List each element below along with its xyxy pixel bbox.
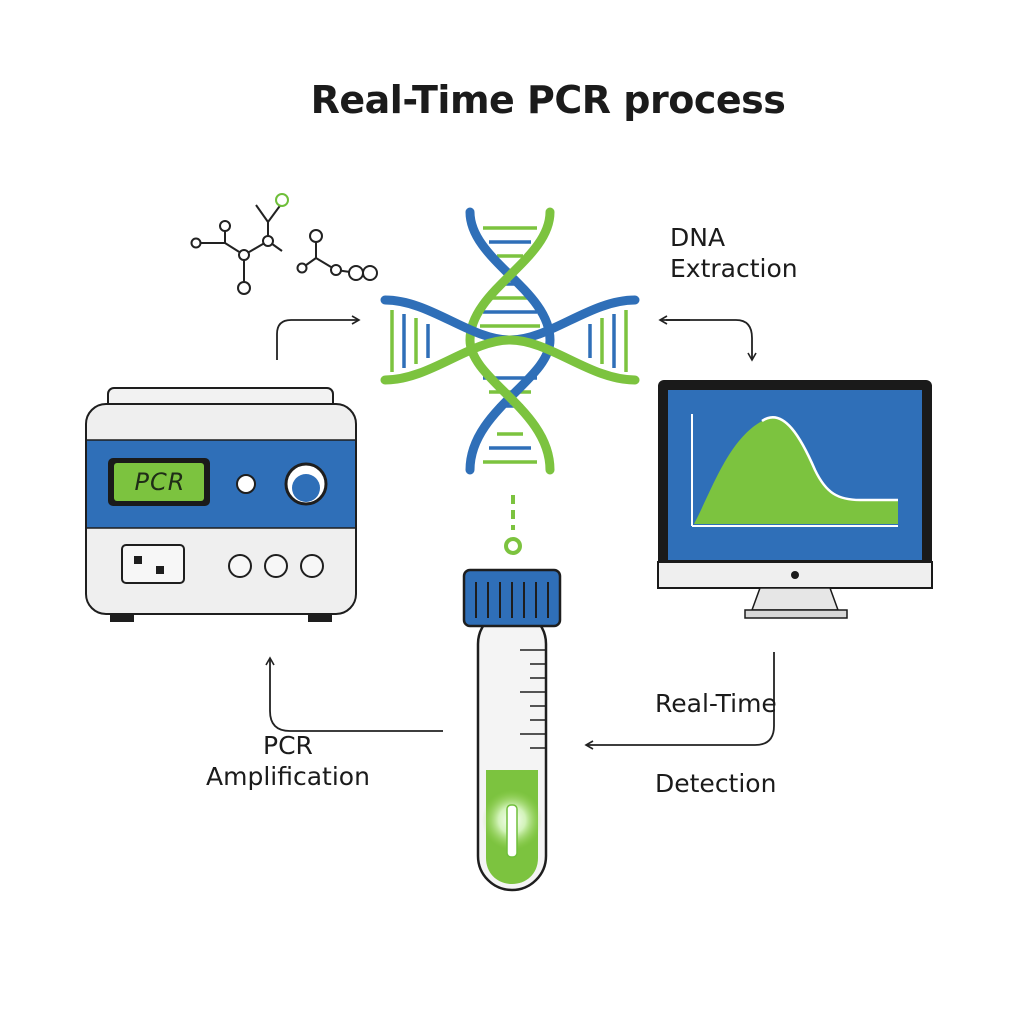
label-pcr-amplification-line-2: Amplification <box>206 762 370 791</box>
button-2 <box>264 554 288 578</box>
button-3 <box>300 554 324 578</box>
diagram-title: Real-Time PCR process <box>310 78 786 122</box>
dna-helix-icon <box>465 207 555 475</box>
arrow-monitor-to-tube <box>584 652 775 750</box>
monitor-amplification-curve <box>657 380 933 619</box>
sample-port <box>121 544 185 584</box>
sample-test-tube <box>462 568 562 892</box>
arrow-dna-to-extraction <box>666 319 757 362</box>
button-1 <box>228 554 252 578</box>
indicator-light <box>236 474 256 494</box>
pcr-display-label: PCR <box>134 468 186 496</box>
label-dna-extraction-line-1: DNA <box>670 223 726 252</box>
label-real-time: Real-Time <box>655 689 777 718</box>
label-dna-extraction-line-2: Extraction <box>670 254 798 283</box>
dna-helix-crossing-icon <box>380 295 640 385</box>
pcr-display-screen <box>114 463 204 501</box>
molecule-icon <box>190 193 378 295</box>
arrow-tube-to-pcr <box>265 656 443 732</box>
label-pcr-amplification-line-1: PCR <box>263 731 313 760</box>
pcr-thermocycler <box>85 387 357 622</box>
label-pcr-amplification: PCR Amplification <box>206 730 370 792</box>
flow-arrows <box>265 315 775 750</box>
arrow-pcr-to-dna <box>276 315 361 360</box>
label-dna-extraction: DNA Extraction <box>670 222 798 284</box>
label-detection: Detection <box>655 769 777 798</box>
fluorescence-curve <box>694 418 898 524</box>
dna-to-tube-connector <box>504 495 522 555</box>
